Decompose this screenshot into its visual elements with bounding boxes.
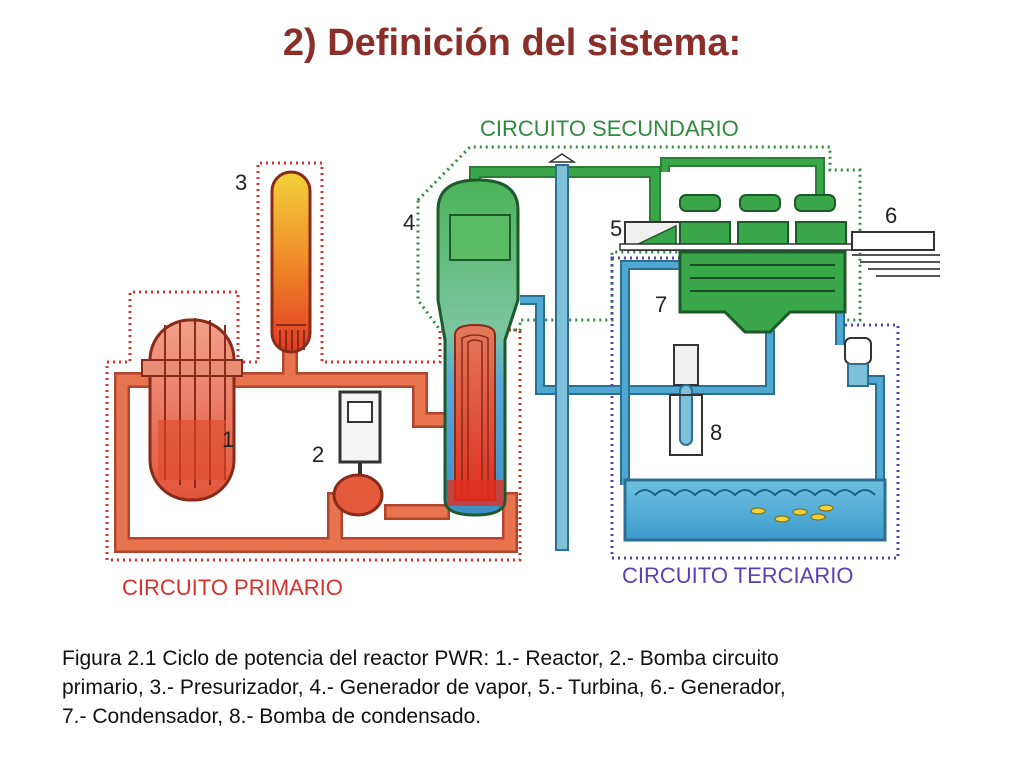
- page-title: 2) Definición del sistema:: [282, 22, 742, 64]
- fish-icon: [750, 504, 834, 523]
- label-4: 4: [403, 210, 415, 235]
- water-reservoir: [623, 478, 887, 542]
- secondary-piping: [469, 157, 885, 520]
- label-5: 5: [610, 216, 622, 241]
- pressurizer: [270, 170, 312, 354]
- label-8: 8: [710, 420, 722, 445]
- reactor-vessel: [141, 318, 243, 502]
- label-1: 1: [222, 427, 234, 452]
- caption-line-1: Figura 2.1 Ciclo de potencia del reactor…: [62, 647, 779, 670]
- primary-circuit-label: CIRCUITO PRIMARIO: [122, 575, 343, 600]
- electric-generator: [851, 231, 940, 277]
- caption-line-2: primario, 3.- Presurizador, 4.- Generado…: [62, 676, 786, 699]
- primary-pipe-fluid: [116, 344, 516, 551]
- turbine: [619, 194, 853, 251]
- tertiary-circuit-label: CIRCUITO TERCIARIO: [622, 563, 853, 588]
- label-3: 3: [235, 170, 247, 195]
- primary-pump: [332, 390, 384, 517]
- primary-piping: [114, 342, 518, 553]
- condenser: [678, 250, 847, 334]
- pwr-power-cycle-diagram: CIRCUITO SECUNDARIO CIRCUITO PRIMARIO CI…: [105, 116, 940, 600]
- label-2: 2: [312, 442, 324, 467]
- label-7: 7: [655, 292, 667, 317]
- water-waves: [634, 489, 876, 497]
- caption-line-3: 7.- Condensador, 8.- Bomba de condensado…: [62, 705, 482, 728]
- condensate-pump: [669, 344, 703, 456]
- component-numbers: 1 2 3 4 5 6 7 8: [222, 170, 897, 467]
- secondary-circuit-label: CIRCUITO SECUNDARIO: [480, 116, 739, 141]
- label-6: 6: [885, 203, 897, 228]
- return-column: [547, 153, 577, 551]
- steam-generator: [436, 178, 520, 517]
- intake-pump: [844, 337, 872, 387]
- figure-caption: Figura 2.1 Ciclo de potencia del reactor…: [62, 644, 962, 731]
